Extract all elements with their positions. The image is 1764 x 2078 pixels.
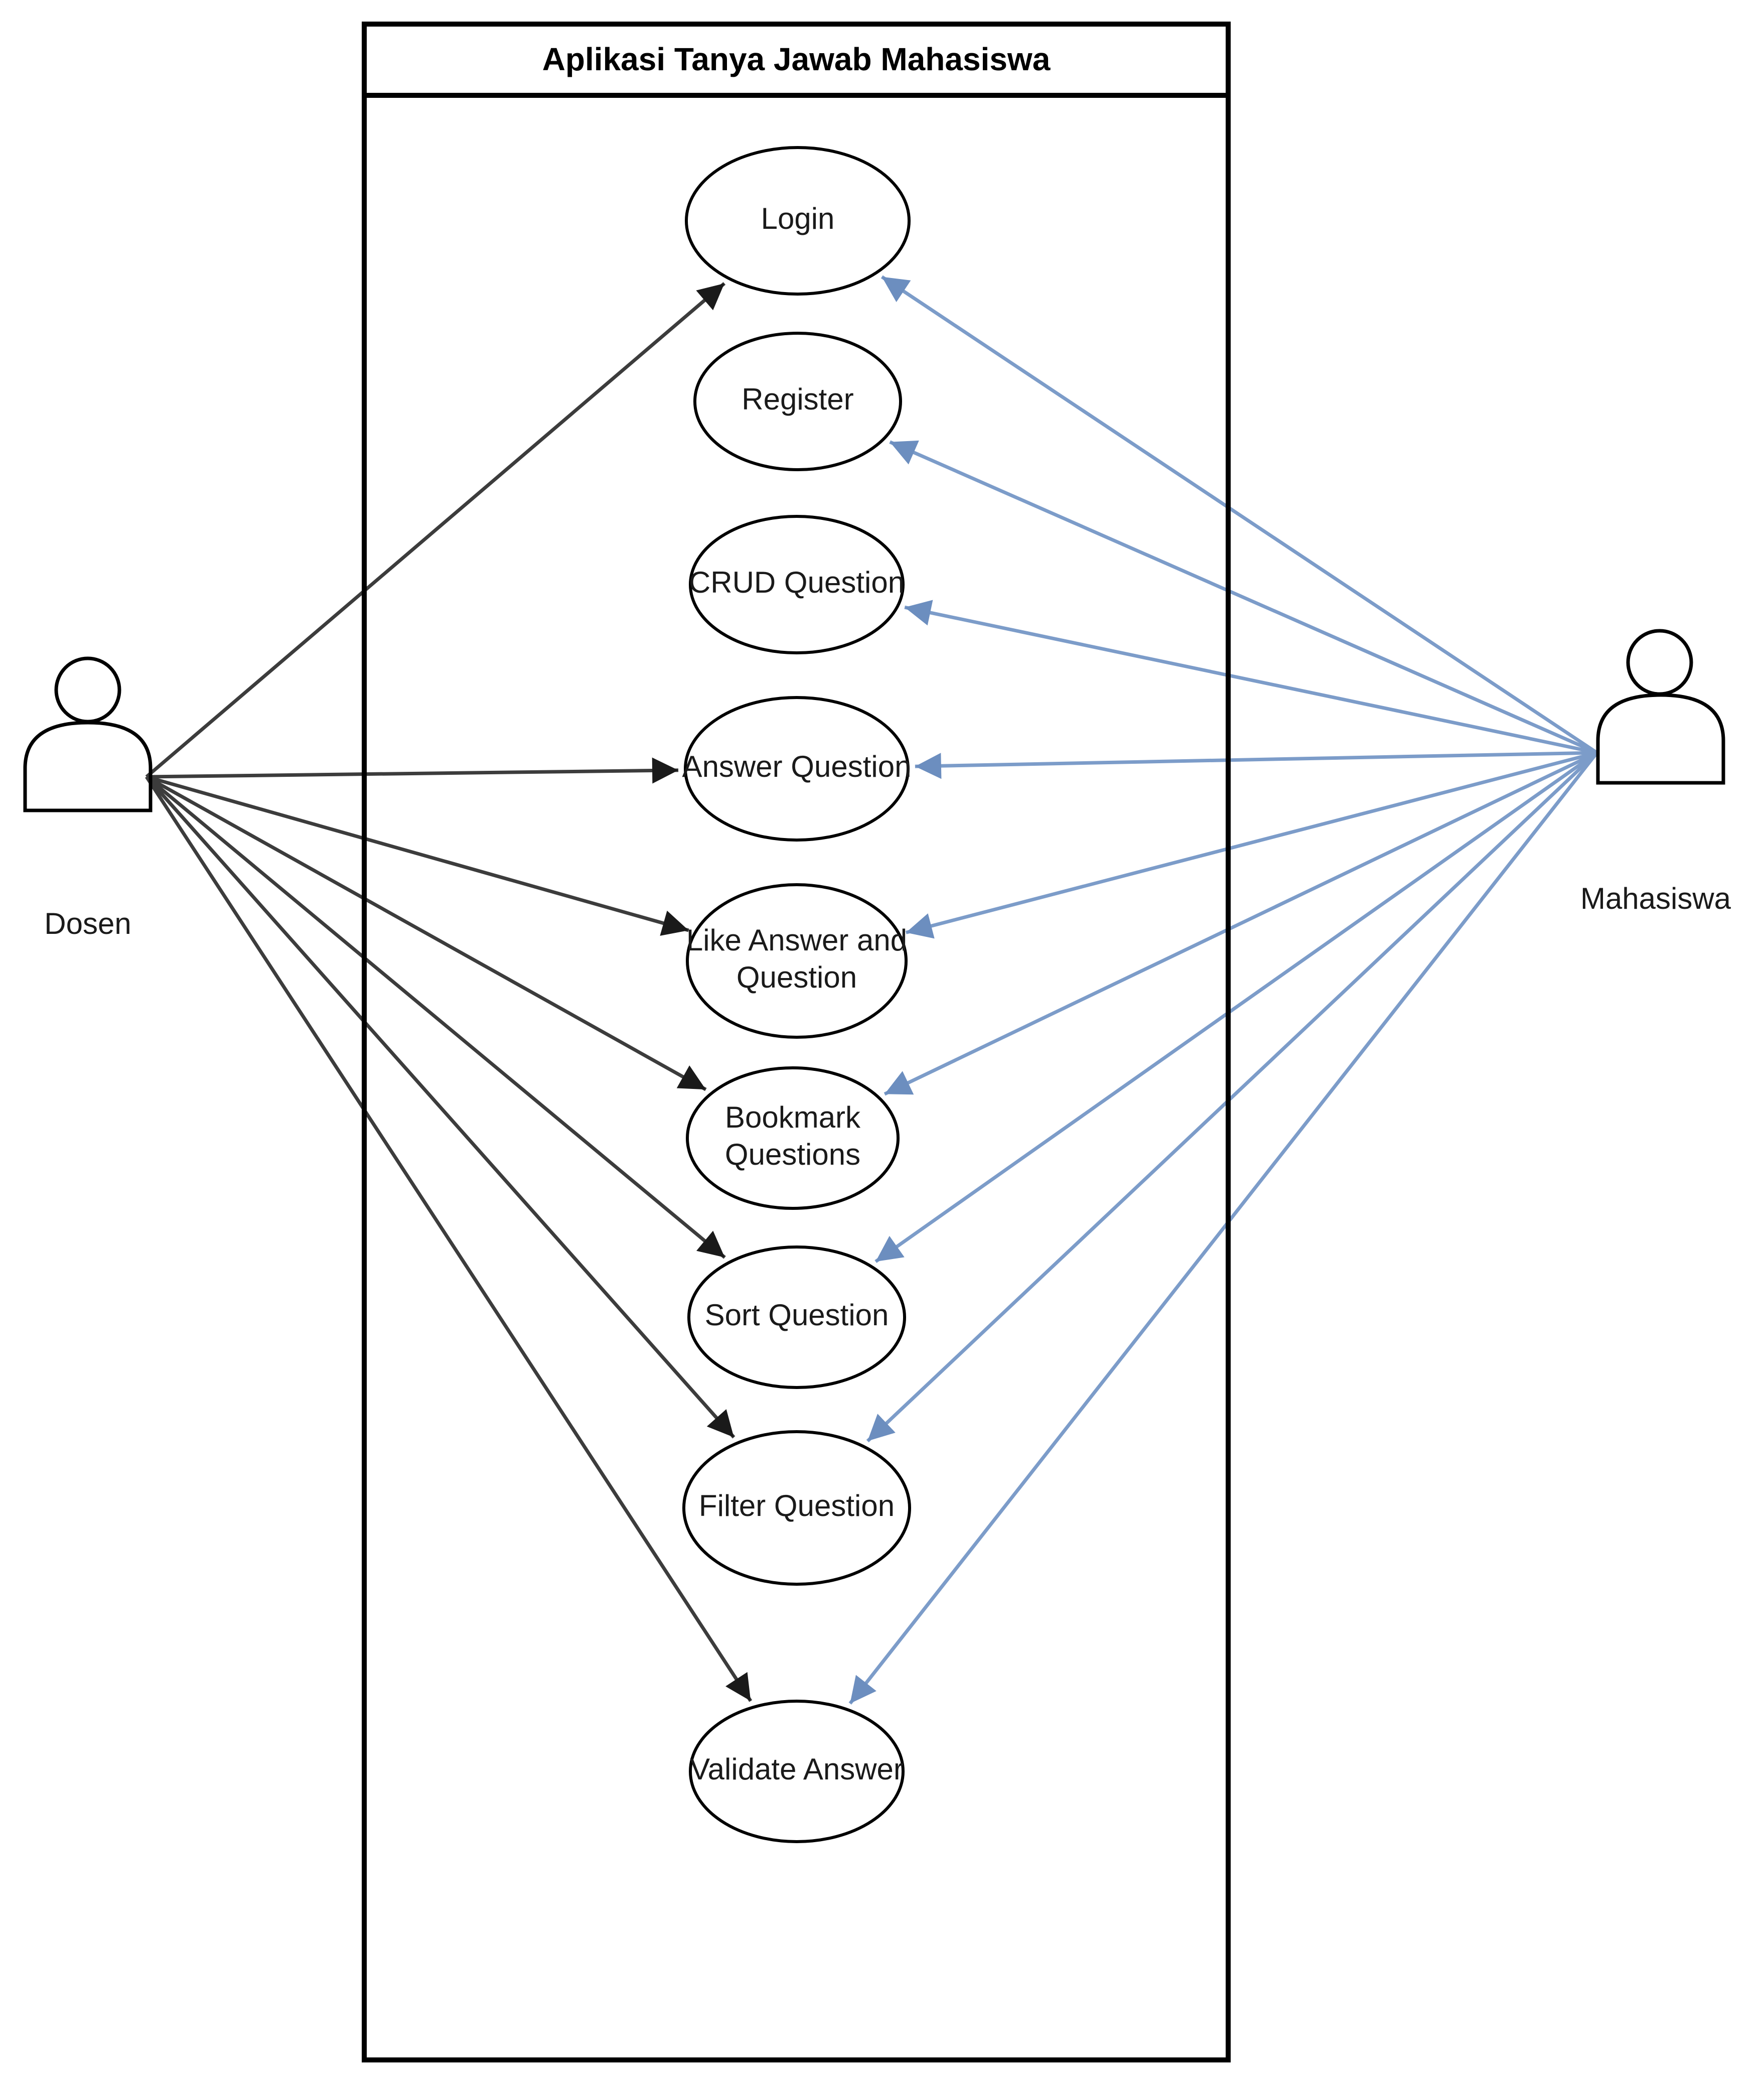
arrowhead-dosen-sort-question [696,1230,725,1258]
arrowhead-dosen-answer-question [652,757,679,784]
use-case-ellipse-answer-question[interactable] [684,696,910,842]
association-mahasiswa-like-answer [905,751,1597,934]
actors-layer: Dosen Mahasiswa [23,629,1731,940]
association-mahasiswa-sort-question [874,751,1598,1263]
use-case-login[interactable]: Login [685,146,911,296]
use-case-label-answer-question: Answer Question [682,750,912,783]
arrowhead-mahasiswa-register [890,440,919,465]
arrowhead-dosen-filter-question [706,1409,734,1438]
association-mahasiswa-filter-question [866,751,1598,1443]
actor-dosen[interactable]: Dosen [23,656,153,940]
use-case-label-filter-question: Filter Question [699,1489,895,1522]
association-mahasiswa-validate-answer [848,751,1598,1705]
use-case-register[interactable]: Register [693,332,902,471]
arrowhead-dosen-login [696,283,724,311]
system-boundary-layer: Aplikasi Tanya Jawab Mahasiswa [362,22,1231,2062]
arrowhead-mahasiswa-like-answer [906,913,935,939]
association-links-layer [145,275,1598,1705]
use-case-ellipse-bookmark[interactable] [686,1066,900,1210]
system-boundary-box [362,22,1231,2062]
use-case-label-like-answer: Like Answer and [686,923,907,957]
use-case-label-crud-question: CRUD Question [689,566,905,599]
use-case-answer-question[interactable]: Answer Question [682,696,912,842]
arrowhead-mahasiswa-login [881,276,911,303]
association-dosen-sort-question [145,775,726,1259]
system-title: Aplikasi Tanya Jawab Mahasiswa [542,41,1051,77]
arrowhead-dosen-validate-answer [725,1672,751,1701]
use-case-label-register: Register [742,382,853,416]
use-case-ellipse-register[interactable] [693,332,902,471]
use-case-label-bookmark: Questions [725,1138,860,1171]
association-dosen-answer-question [146,768,679,779]
use-case-label-bookmark: Bookmark [725,1100,861,1134]
use-case-ellipse-validate-answer[interactable] [689,1700,905,1843]
actor-label-dosen: Dosen [44,907,131,940]
arrowhead-mahasiswa-validate-answer [850,1675,876,1704]
use-case-ellipse-sort-question[interactable] [687,1245,906,1389]
actor-body-icon [23,721,153,812]
association-mahasiswa-login [880,275,1598,754]
association-mahasiswa-crud-question [904,605,1597,755]
association-mahasiswa-register [889,440,1598,755]
arrowhead-dosen-like-answer [660,910,689,936]
use-case-filter-question[interactable]: Filter Question [682,1430,911,1586]
association-dosen-like-answer [146,775,689,932]
use-case-label-sort-question: Sort Question [705,1298,889,1332]
association-dosen-bookmark [145,775,707,1091]
actor-label-mahasiswa: Mahasiswa [1580,882,1731,915]
use-case-sort-question[interactable]: Sort Question [687,1245,906,1389]
association-mahasiswa-bookmark [884,751,1598,1096]
use-case-label-like-answer: Question [737,960,857,994]
use-case-ellipse-like-answer[interactable] [686,883,908,1039]
arrowhead-mahasiswa-answer-question [915,753,942,779]
use-case-ellipse-filter-question[interactable] [682,1430,911,1586]
use-case-validate-answer[interactable]: Validate Answer [689,1700,905,1843]
actor-head-icon [1626,629,1693,696]
association-dosen-validate-answer [145,776,753,1702]
actor-head-icon [54,656,121,724]
arrowhead-mahasiswa-bookmark [885,1071,914,1095]
use-case-label-validate-answer: Validate Answer [690,1752,904,1786]
actor-mahasiswa[interactable]: Mahasiswa [1580,629,1731,915]
association-dosen-login [145,282,726,778]
arrowhead-dosen-bookmark [676,1065,706,1090]
use-case-crud-question[interactable]: CRUD Question [689,515,905,654]
association-dosen-filter-question [145,775,736,1439]
actor-body-icon [1596,693,1725,785]
use-case-ellipse-login[interactable] [685,146,911,296]
association-mahasiswa-answer-question [915,751,1597,768]
use-case-ellipse-crud-question[interactable] [689,515,905,654]
arrowhead-mahasiswa-crud-question [905,600,933,626]
arrowhead-mahasiswa-filter-question [867,1414,896,1441]
arrowhead-mahasiswa-sort-question [875,1235,905,1262]
use-case-label-login: Login [761,202,835,235]
